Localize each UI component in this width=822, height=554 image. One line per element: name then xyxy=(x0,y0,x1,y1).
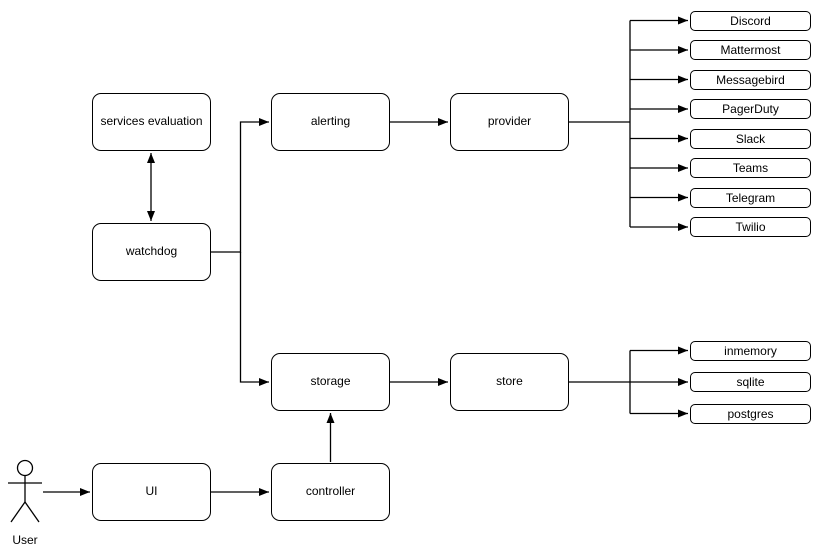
user-actor-label: User xyxy=(12,533,38,547)
provider-leaf-pagerduty-label: PagerDuty xyxy=(722,102,779,116)
node-provider-label: provider xyxy=(487,114,532,129)
node-alerting: alerting xyxy=(271,93,390,151)
store-leaf-sqlite: sqlite xyxy=(690,372,811,392)
store-leaf-postgres-label: postgres xyxy=(727,406,774,421)
connector-store-trunk xyxy=(569,350,631,414)
provider-leaf-discord: Discord xyxy=(690,10,811,31)
node-storage: storage xyxy=(271,353,390,411)
store-leaf-inmemory-label: inmemory xyxy=(724,343,777,358)
node-watchdog: watchdog xyxy=(92,223,211,281)
provider-leaf-messagebird-label: Messagebird xyxy=(716,72,785,87)
store-leaf-inmemory: inmemory xyxy=(690,340,811,361)
provider-leaf-twilio-label: Twilio xyxy=(735,220,766,234)
provider-leaf-pagerduty: PagerDuty xyxy=(690,99,811,119)
connector-watchdog-alerting xyxy=(211,118,269,253)
provider-leaf-slack: Slack xyxy=(690,128,811,149)
node-storage-label: storage xyxy=(310,374,351,389)
node-ui: UI xyxy=(92,463,211,521)
connector-provider-trunk xyxy=(569,20,631,227)
node-services-evaluation: services evaluation xyxy=(92,93,211,151)
node-alerting-label: alerting xyxy=(310,114,351,129)
provider-leaf-mattermost: Mattermost xyxy=(690,40,811,60)
node-store: store xyxy=(450,353,569,411)
connector-watchdog-storage xyxy=(239,252,269,386)
node-controller-label: controller xyxy=(305,484,356,499)
node-provider: provider xyxy=(450,93,569,151)
provider-leaf-discord-label: Discord xyxy=(730,13,771,28)
provider-leaf-telegram: Telegram xyxy=(690,187,811,208)
store-leaf-postgres: postgres xyxy=(690,403,811,424)
provider-leaf-mattermost-label: Mattermost xyxy=(720,43,781,57)
provider-leaf-messagebird: Messagebird xyxy=(690,69,811,90)
store-leaf-sqlite-label: sqlite xyxy=(736,375,765,389)
provider-leaf-slack-label: Slack xyxy=(735,131,766,146)
node-services-evaluation-label: services evaluation xyxy=(100,114,203,129)
provider-leaf-telegram-label: Telegram xyxy=(725,190,776,205)
node-controller: controller xyxy=(271,463,390,521)
provider-leaf-teams-label: Teams xyxy=(732,161,769,175)
node-store-label: store xyxy=(496,374,523,389)
user-actor-icon xyxy=(8,459,42,523)
node-ui-label: UI xyxy=(145,484,158,499)
provider-leaf-twilio: Twilio xyxy=(690,217,811,237)
node-watchdog-label: watchdog xyxy=(125,244,178,259)
provider-leaf-teams: Teams xyxy=(690,158,811,178)
